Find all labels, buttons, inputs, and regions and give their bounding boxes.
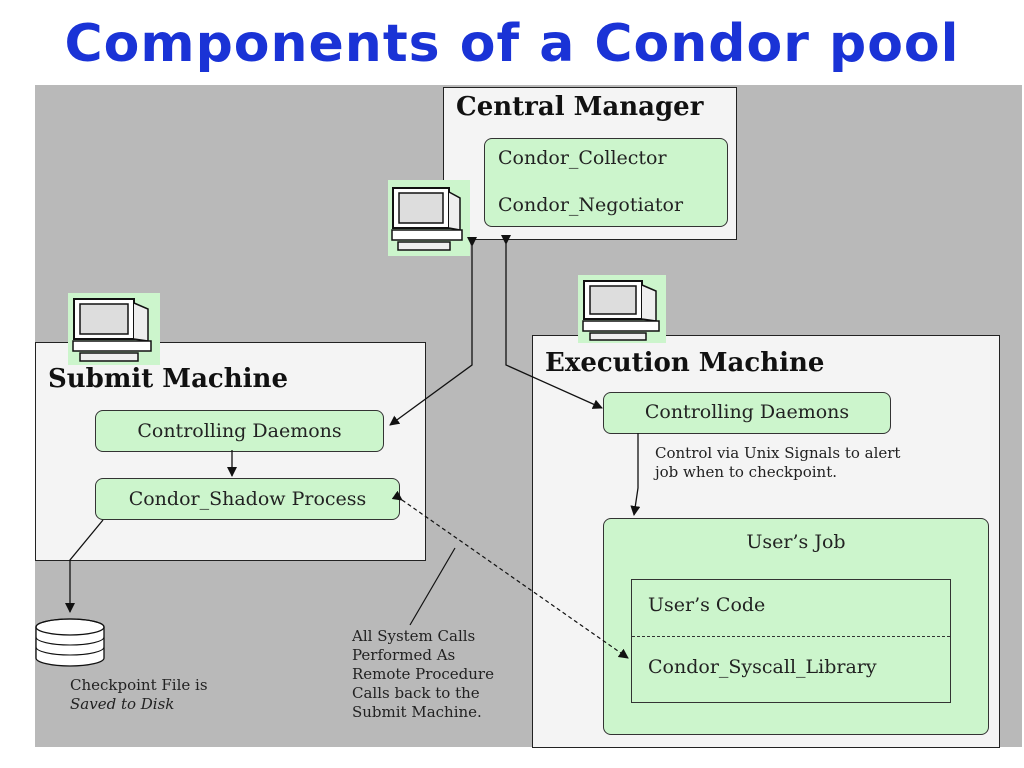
exec-controlling-daemons-label: Controlling Daemons xyxy=(644,401,850,423)
users-job-inner: User’s Code Condor_Syscall_Library xyxy=(631,579,951,703)
shadow-disk-link xyxy=(65,519,104,613)
users-job: User’s Job User’s Code Condor_Syscall_Li… xyxy=(603,518,989,735)
negotiator-label: Condor_Negotiator xyxy=(498,194,684,216)
central-manager-daemons: Condor_Collector Condor_Negotiator xyxy=(484,138,728,227)
collector-label: Condor_Collector xyxy=(498,147,667,169)
users-job-divider xyxy=(632,636,950,637)
users-code-label: User’s Code xyxy=(648,594,766,616)
submit-machine-box: Submit Machine Controlling Daemons Condo… xyxy=(35,342,426,561)
syscall-library-label: Condor_Syscall_Library xyxy=(648,656,877,678)
checkpoint-note-line: Saved to Disk xyxy=(70,695,175,713)
shadow-process-label: Condor_Shadow Process xyxy=(128,488,367,510)
page-title: Components of a Condor pool xyxy=(64,14,960,74)
submit-machine-heading: Submit Machine xyxy=(48,364,288,394)
computer-icon xyxy=(68,293,160,365)
daemons-job-link xyxy=(630,433,641,516)
checkpoint-note-line: Checkpoint File is xyxy=(70,676,208,694)
signal-note-line: Control via Unix Signals to alert xyxy=(655,444,901,462)
submit-controlling-daemons-label: Controlling Daemons xyxy=(137,420,342,442)
signal-note-line: job when to checkpoint. xyxy=(655,463,837,481)
central-manager-heading: Central Manager xyxy=(456,92,704,122)
cm-submit-link xyxy=(389,237,477,426)
syscall-note-line: Calls back to the xyxy=(352,684,480,702)
syscall-note-line: Submit Machine. xyxy=(352,703,482,721)
central-manager-box: Central Manager Condor_Collector Condor_… xyxy=(443,87,737,240)
syscall-note-leader xyxy=(409,547,456,626)
signal-note: Control via Unix Signals to alert job wh… xyxy=(655,444,900,482)
syscall-note-line: Remote Procedure xyxy=(352,665,494,683)
users-job-label: User’s Job xyxy=(746,531,846,553)
checkpoint-note: Checkpoint File is Saved to Disk xyxy=(70,676,208,714)
exec-controlling-daemons: Controlling Daemons xyxy=(603,392,891,434)
syscall-rpc-link xyxy=(391,490,629,659)
disk-icon xyxy=(35,618,105,667)
cm-exec-link xyxy=(501,235,603,409)
submit-controlling-daemons: Controlling Daemons xyxy=(95,410,384,452)
